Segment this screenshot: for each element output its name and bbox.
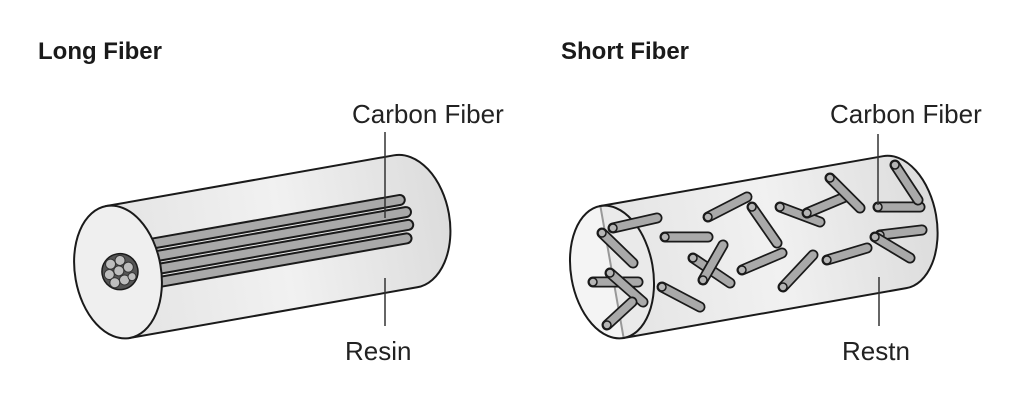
short-fiber-title: Short Fiber (561, 38, 690, 65)
short-fiber-rod (596, 227, 639, 269)
long-fiber-cylinder (73, 153, 452, 340)
short-fiber-rod (697, 239, 729, 286)
short-fiber-rod (604, 267, 649, 308)
short-fiber-rod (746, 201, 783, 249)
short-fiber-rod (869, 231, 916, 264)
short-fiber-rod (601, 296, 638, 331)
short-fiber-rod (774, 201, 826, 228)
short-fiber-rod (702, 191, 753, 223)
continuous-fibers (145, 193, 415, 289)
short-fiber-rod (777, 249, 819, 293)
short-fiber-rod (607, 212, 663, 234)
chopped-fibers (587, 159, 928, 331)
short-carbon-fiber-label: Carbon Fiber (830, 99, 982, 129)
short-fiber-rod (801, 191, 851, 219)
short-fiber-rod (872, 201, 926, 213)
short-fiber-rod (736, 247, 788, 276)
short-fiber-rod (659, 231, 714, 243)
fiber-bundle-cross-section (101, 252, 139, 291)
short-fiber-rod (889, 159, 924, 206)
long-resin-label: Resin (345, 336, 412, 366)
long-carbon-fiber-label: Carbon Fiber (352, 99, 504, 129)
long-fiber-title: Long Fiber (38, 38, 162, 65)
short-fiber-rod (824, 172, 866, 214)
short-fiber-rod (656, 281, 706, 313)
short-resin-label: Restn (842, 336, 910, 366)
short-fiber-rod (821, 242, 873, 266)
